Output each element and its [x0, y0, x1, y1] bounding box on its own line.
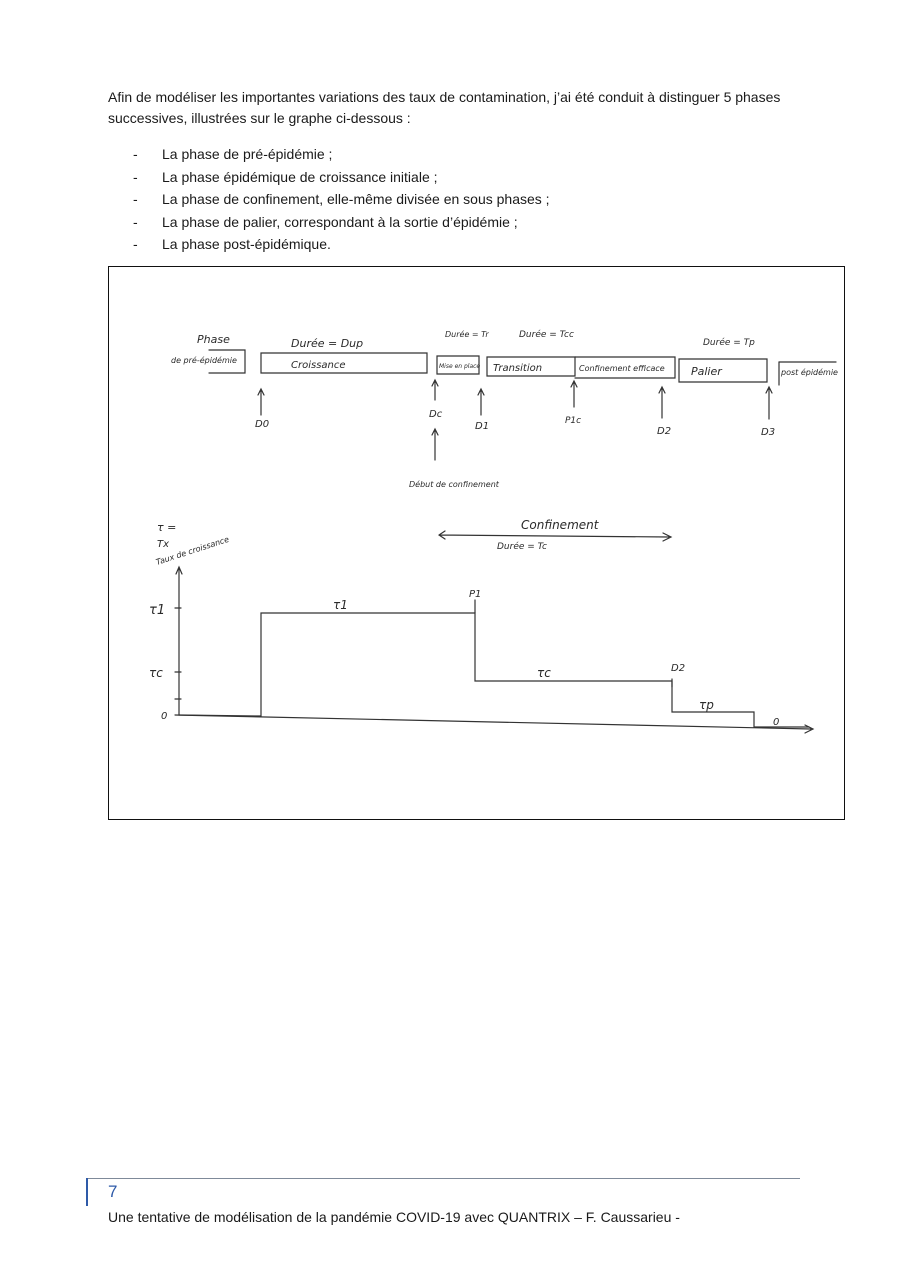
phase-text: La phase épidémique de croissance initia…	[162, 168, 438, 185]
level-zero: 0	[773, 717, 779, 728]
marker-p1c: P1c	[565, 416, 581, 426]
phase-text: La phase post-épidémique.	[162, 236, 331, 252]
arrow-p1c	[570, 379, 578, 408]
label-mise-duration: Durée = Tr	[445, 329, 489, 339]
step-function	[178, 612, 810, 728]
label-transition: Transition	[493, 363, 542, 374]
footer-text: Une tentative de modélisation de la pand…	[108, 1209, 680, 1225]
footer-accent-bar	[86, 1178, 88, 1206]
label-cc-duration: Durée = Tcc	[519, 329, 574, 340]
marker-d1: D1	[475, 421, 489, 432]
ylabel-tx: Tx	[157, 539, 169, 550]
marker-dc: Dc	[429, 409, 443, 420]
marker-d0: D0	[255, 419, 269, 430]
phase-text: La phase de palier, correspondant à la s…	[162, 213, 518, 230]
handwritten-figure: Phase de pré-épidémie Durée = Dup Croiss…	[108, 266, 845, 820]
tick-zero: 0	[161, 711, 167, 722]
x-axis	[174, 714, 815, 734]
list-item: - La phase de pré-épidémie ;	[108, 143, 808, 166]
bullet-dash: -	[133, 146, 138, 162]
box-mise	[436, 355, 480, 375]
arrow-d3	[765, 385, 773, 420]
intro-paragraph: Afin de modéliser les importantes variat…	[108, 89, 781, 126]
label-palier: Palier	[691, 365, 723, 378]
label-croissance-duration: Durée = Dup	[291, 337, 363, 350]
y-axis	[175, 565, 183, 716]
label-post: post épidémie	[780, 367, 838, 377]
level-taup: τp	[699, 698, 714, 712]
label-croissance: Croissance	[291, 360, 346, 371]
arrow-debut	[431, 427, 439, 461]
bullet-dash: -	[133, 168, 138, 185]
level-tau1: τ1	[333, 598, 348, 612]
list-item: - La phase de confinement, elle-même divi…	[108, 188, 808, 211]
bullet-dash: -	[133, 213, 138, 230]
label-confinement-efficace: Confinement efficace	[579, 364, 665, 373]
bullet-dash: -	[133, 191, 138, 207]
page-number: 7	[108, 1182, 118, 1201]
tick-tau1: τ1	[149, 603, 165, 618]
ylabel-tau: τ =	[157, 521, 176, 534]
point-d2: D2	[671, 663, 685, 674]
arrow-d1	[477, 387, 485, 416]
box-pre-epidemie	[208, 349, 246, 374]
label-mise: Mise en place	[439, 363, 480, 370]
label-confinement-duration: Durée = Tc	[497, 541, 547, 552]
marker-d2: D2	[657, 426, 671, 437]
level-tauc: τc	[537, 666, 551, 680]
footer-divider	[86, 1178, 800, 1179]
point-p1: P1	[469, 589, 481, 600]
list-item: - La phase épidémique de croissance initi…	[108, 166, 808, 189]
phase-text: La phase de confinement, elle-même divis…	[162, 191, 550, 207]
label-phase: Phase	[197, 333, 230, 346]
box-croissance	[260, 352, 428, 374]
bullet-dash: -	[133, 236, 138, 252]
phase-text: La phase de pré-épidémie ;	[162, 146, 333, 162]
figure-drawing: Phase de pré-épidémie Durée = Dup Croiss…	[149, 329, 838, 734]
box-palier	[678, 358, 768, 383]
arrow-d0	[257, 387, 265, 416]
box-transition	[486, 356, 576, 377]
label-palier-duration: Durée = Tp	[703, 337, 755, 348]
box-confinement-efficace	[574, 356, 676, 379]
label-debut-confinement: Début de confinement	[409, 479, 500, 489]
label-confinement: Confinement	[521, 518, 600, 532]
arrow-dc	[431, 378, 439, 401]
phase-list: - La phase de pré-épidémie ; - La phase ép…	[108, 143, 808, 256]
marker-d3: D3	[761, 427, 775, 438]
list-item: - La phase post-épidémique.	[108, 233, 808, 256]
arrow-d2	[658, 385, 666, 419]
list-item: - La phase de palier, correspondant à la …	[108, 211, 808, 234]
label-pre-epidemie: de pré-épidémie	[171, 355, 237, 365]
confinement-arrow	[437, 530, 673, 542]
tick-tauc: τc	[149, 666, 163, 680]
